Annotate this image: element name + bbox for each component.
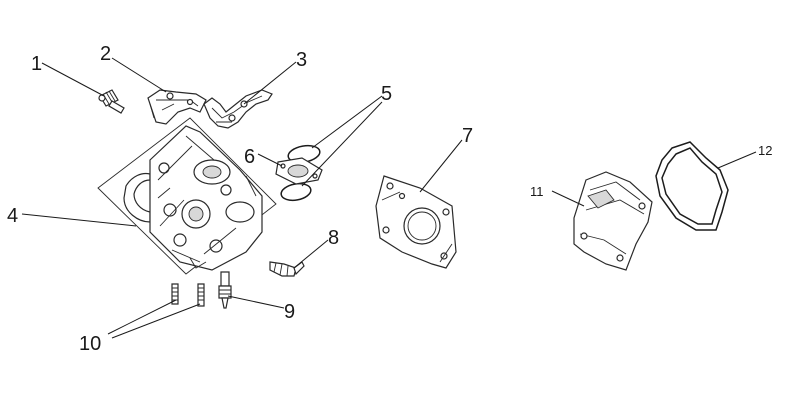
callout-11: 11 [530, 184, 544, 199]
part-8-sensor-icon [269, 261, 305, 277]
leader-11 [551, 190, 585, 207]
callout-4: 4 [7, 205, 18, 227]
part-1-sensor-icon [98, 89, 125, 114]
callout-8: 8 [328, 227, 339, 249]
part-6-flange-gasket-icon [275, 157, 323, 185]
leader-6 [257, 153, 283, 167]
leader-7 [419, 139, 463, 193]
part-2-bracket-icon [147, 89, 207, 125]
callout-3: 3 [296, 49, 307, 71]
callouts: 1 2 3 4 5 6 7 8 9 10 11 12 [7, 43, 772, 355]
callout-12: 12 [758, 143, 772, 158]
callout-10: 10 [79, 333, 101, 355]
leader-9 [227, 295, 285, 309]
part-11-valve-cover-icon [573, 171, 653, 271]
part-7-head-gasket-icon [375, 175, 457, 269]
part-10-stud-icon [171, 283, 205, 307]
callout-1: 1 [31, 53, 42, 75]
part-4-cylinder-head-icon [97, 117, 277, 275]
leader-3 [243, 61, 297, 105]
leader-8 [293, 239, 329, 269]
leader-2 [111, 57, 167, 93]
leader-1 [41, 62, 105, 97]
leader-5a [311, 95, 383, 149]
leader-5b [301, 101, 383, 187]
callout-7: 7 [462, 125, 473, 147]
callout-2: 2 [100, 43, 111, 65]
part-3-pipe-bracket-icon [203, 89, 273, 129]
callout-9: 9 [284, 301, 295, 323]
callout-6: 6 [244, 146, 255, 168]
leader-lines [21, 57, 757, 339]
part-12-valve-cover-gasket-icon [655, 141, 729, 231]
leader-4 [21, 213, 137, 227]
leader-12 [717, 151, 757, 169]
part-9-spark-plug-icon [218, 271, 232, 309]
callout-5: 5 [381, 83, 392, 105]
leader-10b [111, 303, 201, 339]
leader-10a [107, 299, 177, 335]
